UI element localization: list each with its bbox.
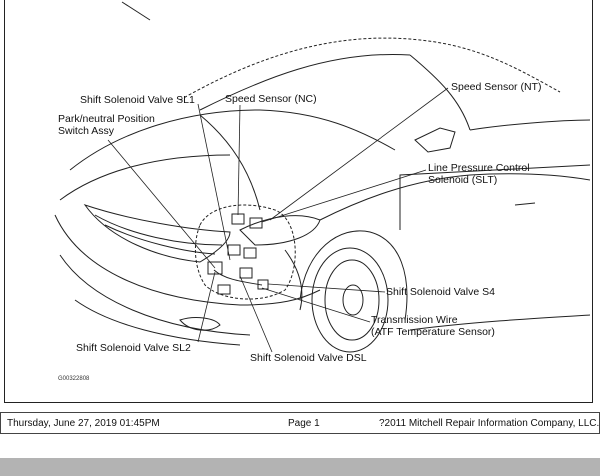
bumper-top [54,214,321,306]
hood-line [69,109,396,171]
leader-park [107,139,216,269]
solenoid-nc [231,213,245,225]
wheel-arch [299,230,408,321]
a-pillar [409,54,471,131]
label-speed-sensor-nt: Speed Sensor (NT) [451,81,542,93]
car-diagram [54,1,591,353]
mirror [414,127,456,153]
fender-front [284,249,303,311]
label-wire-line-1: Transmission Wire [371,314,458,326]
switch-assy [217,284,231,295]
grille [83,204,231,263]
door-handle [514,202,536,206]
label-shift-solenoid-sl2: Shift Solenoid Valve SL2 [76,342,191,354]
label-park-neutral-switch: Park/neutral Position Switch Assy [58,113,155,137]
label-shift-solenoid-s4: Shift Solenoid Valve S4 [386,286,495,298]
solenoid-mid [243,247,257,259]
label-park-line-1: Park/neutral Position [58,113,155,125]
rim [324,259,380,341]
label-park-line-2: Switch Assy [58,125,115,137]
leader-slt [261,169,427,223]
sill [409,314,591,331]
diagram-frame [4,0,593,403]
windshield-top [199,53,411,111]
solenoid-sl2 [207,261,223,275]
headlamp [239,215,321,246]
solenoid-sl1 [227,244,241,256]
solenoid-slt [249,217,263,229]
bumper-lower [59,254,251,336]
roof-line [179,37,561,101]
leader-nc [237,104,241,216]
bottom-bar [0,458,600,476]
label-shift-solenoid-sl1: Shift Solenoid Valve SL1 [80,94,195,106]
grille-bar-2 [104,224,216,255]
fender-top [319,173,591,221]
transmission-outline [195,204,296,300]
footer-copyright: ?2011 Mitchell Repair Information Compan… [379,418,600,429]
label-slt-line-1: Line Pressure Control [428,162,530,174]
leader-sl2 [197,271,216,343]
leader-dsl [239,275,273,353]
grille-bar-1 [94,214,223,246]
leader-s4 [267,283,386,293]
label-line-pressure-slt: Line Pressure Control Solenoid (SLT) [428,162,530,186]
windshield-edge [121,1,151,21]
leader-nt [269,87,449,221]
hood-front [59,154,231,201]
fog-lamp [179,317,221,331]
page-footer: Thursday, June 27, 2019 01:45PM Page 1 ?… [0,412,600,434]
label-transmission-wire: Transmission Wire (ATF Temperature Senso… [371,314,495,338]
leader-sl1 [197,103,231,261]
footer-page: Page 1 [288,418,320,429]
label-speed-sensor-nc: Speed Sensor (NC) [225,93,317,105]
tire [311,247,389,353]
hood-crease [199,114,261,211]
window-line [469,119,591,131]
wiring [213,269,263,286]
label-slt-line-2: Solenoid (SLT) [428,174,498,186]
label-wire-line-2: (ATF Temperature Sensor) [371,326,495,338]
solenoid-dsl [239,267,253,279]
label-shift-solenoid-dsl: Shift Solenoid Valve DSL [250,352,367,364]
footer-date: Thursday, June 27, 2019 01:45PM [7,418,160,429]
leader-wire [261,287,371,323]
figure-id: G00322808 [58,376,90,382]
bumper-bottom [74,299,241,346]
hub [342,284,364,316]
door-line [399,164,591,230]
